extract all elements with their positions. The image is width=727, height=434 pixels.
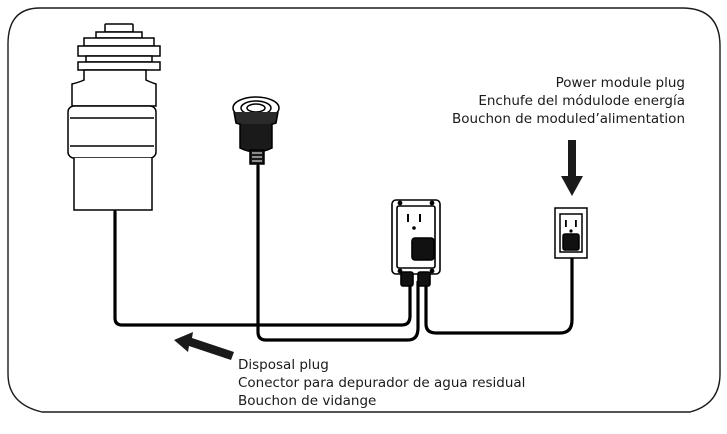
diagram-frame xyxy=(7,7,721,413)
power-module-icon xyxy=(391,199,441,287)
cables xyxy=(113,164,574,342)
disposal-cord xyxy=(113,210,412,327)
disposal-arrow-icon xyxy=(174,332,234,360)
power-arrow-icon xyxy=(561,140,583,196)
disposal-unit-icon xyxy=(67,23,161,211)
disposal-plug-label: Disposal plug Conector para depurador de… xyxy=(238,356,525,410)
power-module-plug-es: Enchufe del módulode energía xyxy=(478,93,685,109)
power-module-plug-en: Power module plug xyxy=(555,75,685,91)
disposal-plug-es: Conector para depurador de agua residual xyxy=(238,375,526,391)
disposal-plug-en: Disposal plug xyxy=(238,357,329,373)
air-switch-button-icon xyxy=(232,96,280,165)
power-module-plug-label: Power module plug Enchufe del módulode e… xyxy=(452,74,685,128)
wall-outlet-icon xyxy=(554,207,588,259)
disposal-plug-fr: Bouchon de vidange xyxy=(238,393,377,409)
power-cord xyxy=(424,248,574,335)
power-module-plug-fr: Bouchon de moduled’alimentation xyxy=(452,111,685,127)
air-switch-tube xyxy=(256,164,420,342)
